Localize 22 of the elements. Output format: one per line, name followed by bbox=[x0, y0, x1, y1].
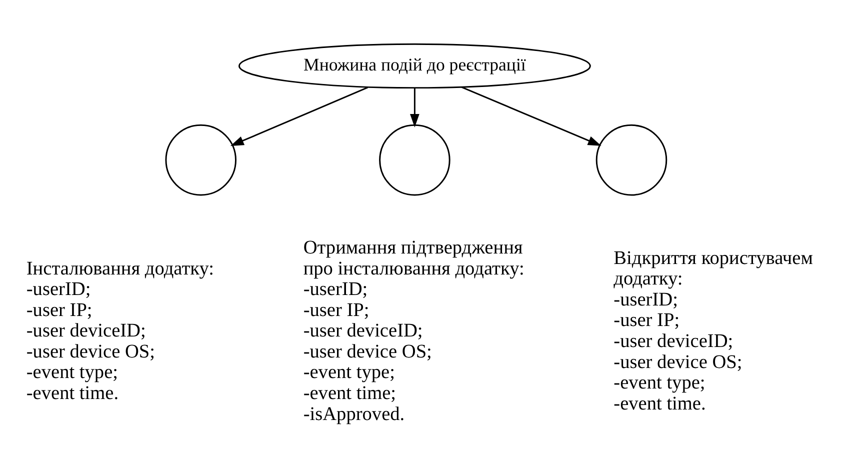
node-label: -user deviceID; bbox=[614, 330, 734, 352]
node-label: -user device OS; bbox=[303, 340, 432, 362]
node-label: -event type; bbox=[26, 362, 118, 383]
node-label: Інсталювання додатку: bbox=[26, 258, 214, 279]
node-label: -user deviceID; bbox=[303, 320, 423, 342]
node-label: -user device OS; bbox=[614, 351, 742, 372]
node-label: -user IP; bbox=[26, 299, 92, 320]
node-label: -userID; bbox=[26, 278, 91, 300]
node-label: -event time. bbox=[614, 392, 706, 414]
node-label: -event time. bbox=[26, 382, 119, 404]
node-label: -user IP; bbox=[303, 299, 370, 320]
node-label: -userID; bbox=[303, 278, 368, 300]
node-label: -event type; bbox=[303, 362, 395, 383]
node-label: -user deviceID; bbox=[26, 320, 146, 342]
node-label: Отримання підтвердження про інсталювання додатку: bbox=[303, 236, 524, 279]
node-label: Відкриття користувачем додатку: bbox=[614, 247, 813, 290]
node-label: -userID; bbox=[614, 288, 678, 310]
node-label: -user IP; bbox=[614, 310, 680, 331]
node-label: -event time; bbox=[303, 382, 396, 404]
node-label: -event type; bbox=[614, 372, 706, 394]
node-label: -user device OS; bbox=[26, 340, 155, 362]
node-label: -isApproved. bbox=[303, 403, 405, 424]
